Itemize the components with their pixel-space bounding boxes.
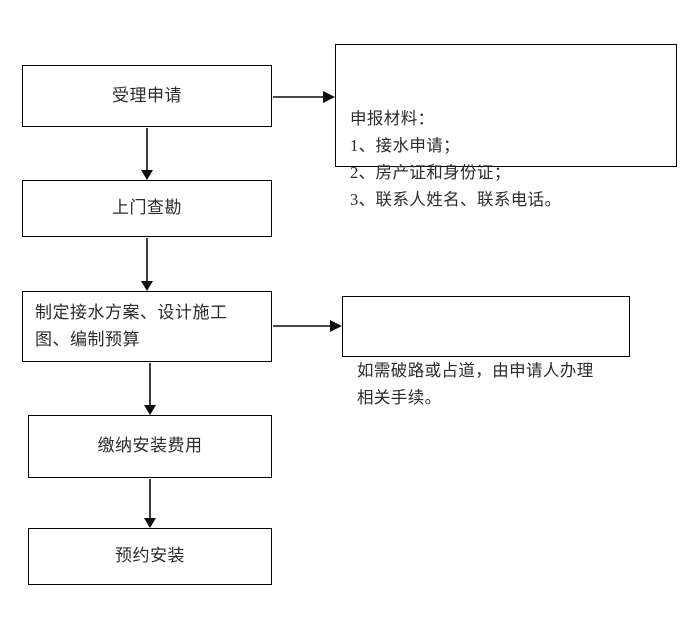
note-required-materials: 申报材料： 1、接水申请； 2、房产证和身份证； 3、联系人姓名、联系电话。	[335, 44, 677, 209]
node-site-survey-label: 上门查勘	[112, 198, 182, 218]
node-book-installation-label: 预约安装	[115, 546, 185, 566]
arrow-accept-to-survey	[141, 128, 153, 180]
arrow-pay-to-booking	[144, 479, 156, 528]
node-book-installation: 预约安装	[28, 528, 272, 585]
node-accept-application-label: 受理申请	[112, 85, 182, 105]
arrow-design-to-road-permit	[273, 320, 342, 332]
node-site-survey: 上门查勘	[22, 180, 272, 237]
arrow-survey-to-design	[141, 238, 153, 291]
arrow-accept-to-materials	[273, 91, 335, 103]
note-road-permit: 如需破路或占道，由申请人办理 相关手续。	[342, 296, 630, 407]
node-accept-application: 受理申请	[22, 65, 272, 127]
note-road-permit-label: 如需破路或占道，由申请人办理 相关手续。	[357, 361, 594, 408]
node-design-plan-label: 制定接水方案、设计施工 图、编制预算	[35, 303, 228, 349]
note-required-materials-label: 申报材料： 1、接水申请； 2、房产证和身份证； 3、联系人姓名、联系电话。	[350, 109, 562, 209]
node-design-plan: 制定接水方案、设计施工 图、编制预算	[22, 291, 272, 362]
node-pay-fee-label: 缴纳安装费用	[97, 436, 203, 456]
arrow-design-to-pay	[144, 363, 156, 415]
node-pay-fee: 缴纳安装费用	[28, 415, 272, 478]
